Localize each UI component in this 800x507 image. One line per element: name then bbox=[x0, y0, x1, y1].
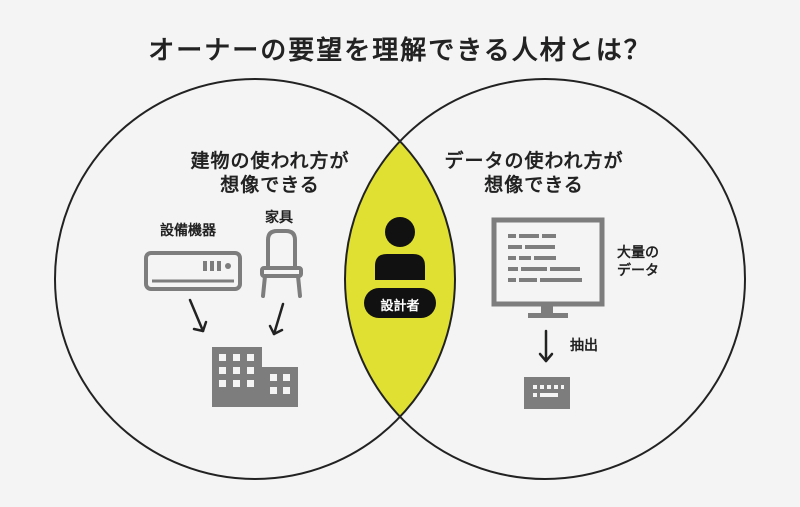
left-circle bbox=[54, 78, 456, 480]
extract-label: 抽出 bbox=[570, 338, 598, 354]
arrow-down-icon bbox=[268, 302, 285, 336]
page-title: オーナーの要望を理解できる人材とは？ bbox=[148, 36, 652, 66]
data-label-line1: 大量の bbox=[617, 245, 659, 261]
equipment-label: 設備機器 bbox=[160, 223, 216, 239]
monitor-icon bbox=[491, 217, 605, 318]
role-badge bbox=[364, 288, 436, 318]
right-heading-line2: 想像できる bbox=[484, 173, 584, 196]
right-circle-heading: データの使われ方が 想像できる bbox=[404, 150, 664, 198]
chair-icon bbox=[260, 229, 303, 298]
left-heading-line1: 建物の使われ方が bbox=[190, 150, 350, 172]
role-label: 設計者 bbox=[380, 299, 420, 314]
left-heading-line2: 想像できる bbox=[220, 173, 320, 196]
air-conditioner-icon bbox=[144, 251, 242, 291]
data-label: 大量の データ bbox=[617, 245, 659, 280]
building-icon bbox=[212, 347, 298, 407]
data-label-line2: データ bbox=[617, 262, 659, 279]
right-circle bbox=[344, 78, 746, 480]
right-heading-line1: データの使われ方が bbox=[444, 150, 624, 172]
extracted-data-icon bbox=[524, 377, 570, 409]
furniture-label: 家具 bbox=[265, 210, 293, 226]
arrow-down-icon bbox=[188, 298, 208, 333]
left-circle-heading: 建物の使われ方が 想像できる bbox=[140, 150, 400, 198]
arrow-down-icon bbox=[538, 329, 554, 363]
person-icon bbox=[364, 217, 436, 318]
